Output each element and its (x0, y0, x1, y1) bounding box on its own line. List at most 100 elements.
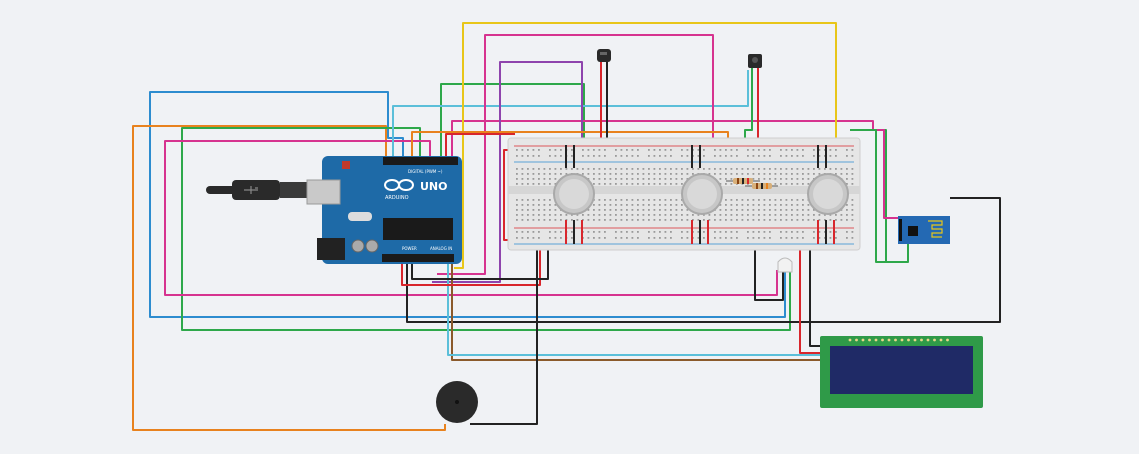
breadboard-hole (692, 168, 694, 170)
breadboard-hole (807, 178, 810, 180)
breadboard-hole (648, 237, 650, 239)
breadboard-hole (835, 231, 837, 233)
rgb-led[interactable] (777, 257, 793, 273)
breadboard-hole (835, 168, 837, 170)
wire-yellow-top[interactable] (454, 22, 837, 269)
arduino-brand-text: ARDUINO (385, 195, 409, 201)
breadboard-hole (791, 237, 793, 239)
breadboard-hole (758, 199, 760, 201)
usb-plug-icon (244, 186, 258, 194)
breadboard-hole (554, 155, 557, 157)
wire-cyan-lcd[interactable] (447, 262, 820, 356)
breadboard-hole (626, 155, 628, 157)
breadboard-hole (835, 173, 837, 175)
breadboard-hole (587, 168, 590, 170)
arduino-uno[interactable]: UNO ARDUINO DIGITAL (PWM ~) POWER ANALOG… (206, 156, 462, 264)
breadboard-hole (648, 178, 650, 180)
breadboard-hole (516, 168, 518, 170)
breadboard-hole (516, 204, 518, 206)
gas-sensor-1[interactable] (553, 173, 595, 215)
breadboard-hole (846, 183, 848, 185)
lcd-pin (926, 338, 930, 342)
breadboard-hole (829, 149, 832, 151)
wire-magenta-top2[interactable] (437, 34, 714, 275)
breadboard-hole (769, 149, 771, 151)
wire-blue-loop[interactable] (149, 91, 786, 318)
usb-cable[interactable] (206, 180, 308, 200)
wire-black-buzzer[interactable] (470, 235, 538, 425)
wire-brown-lcd[interactable] (451, 262, 820, 361)
breadboard-hole (659, 183, 661, 185)
breadboard-hole (681, 209, 683, 211)
breadboard-hole (796, 173, 799, 175)
wire-orange-buzzer[interactable] (132, 125, 446, 431)
breadboard-hole (780, 199, 782, 201)
wire-red-top[interactable] (445, 133, 515, 158)
wire-black-bottom[interactable] (411, 235, 549, 280)
breadboard-hole (780, 237, 782, 239)
resistor-2[interactable] (745, 183, 778, 189)
breadboard-hole (609, 173, 612, 175)
resistor-1[interactable] (726, 178, 760, 184)
breadboard-hole (598, 231, 601, 233)
breadboard-hole (527, 183, 529, 185)
breadboard-hole (714, 214, 716, 216)
breadboard-hole (631, 178, 634, 180)
breadboard-hole (648, 204, 650, 206)
lcd-pin (881, 338, 884, 342)
breadboard-hole (538, 219, 540, 221)
breadboard-hole (708, 173, 711, 175)
breadboard-hole (818, 219, 821, 221)
wifi-module[interactable] (898, 216, 950, 244)
gas-sensor-3[interactable] (807, 173, 849, 215)
breadboard-hole (543, 168, 546, 170)
breadboard-hole (659, 168, 661, 170)
breadboard-hole (785, 149, 788, 151)
breadboard-hole (796, 231, 799, 233)
wire-purple-top[interactable] (432, 61, 583, 283)
wire-green-wifi3[interactable] (850, 129, 909, 263)
wire-magenta-loop[interactable] (164, 140, 778, 296)
breadboard-hole (576, 168, 579, 170)
wire-red-bottom[interactable] (401, 235, 541, 286)
breadboard-hole (631, 183, 634, 185)
breadboard-hole (758, 214, 760, 216)
breadboard-hole (686, 168, 689, 170)
breadboard-hole (554, 173, 557, 175)
temperature-sensor-2[interactable] (748, 54, 762, 68)
breadboard-hole (549, 199, 551, 201)
breadboard-hole (527, 209, 529, 211)
wire-green-top[interactable] (440, 83, 585, 158)
breadboard-hole (675, 168, 678, 170)
breadboard-hole (532, 155, 535, 157)
breadboard-hole (521, 214, 524, 216)
breadboard-hole (532, 214, 535, 216)
lcd-16x2[interactable] (820, 336, 983, 408)
breadboard-hole (620, 214, 623, 216)
wire-magenta-wifi[interactable] (872, 121, 900, 219)
piezo-buzzer[interactable] (436, 381, 478, 423)
breadboard-hole (626, 231, 628, 233)
breadboard-hole (670, 178, 672, 180)
breadboard-hole (791, 209, 793, 211)
wire-black-lcd[interactable] (809, 238, 820, 347)
breadboard-hole (532, 168, 535, 170)
wire-red-lcd[interactable] (799, 238, 820, 354)
gas-sensor-2[interactable] (681, 173, 723, 215)
breadboard-hole (560, 231, 562, 233)
wire-black-wifi[interactable] (406, 197, 1001, 323)
temperature-sensor-1[interactable] (597, 49, 611, 62)
breadboard-hole (538, 173, 540, 175)
breadboard-hole (637, 214, 639, 216)
breadboard-hole (719, 149, 722, 151)
wire-cyan-top[interactable] (392, 70, 749, 158)
breadboard-hole (604, 231, 606, 233)
breadboard-hole (774, 183, 777, 185)
breadboard-hole (785, 231, 788, 233)
lcd-pins (848, 338, 949, 342)
arduino-power-label: POWER (402, 246, 417, 251)
breadboard-hole (653, 155, 656, 157)
breadboard-hole (824, 237, 826, 239)
breadboard-hole (620, 199, 623, 201)
